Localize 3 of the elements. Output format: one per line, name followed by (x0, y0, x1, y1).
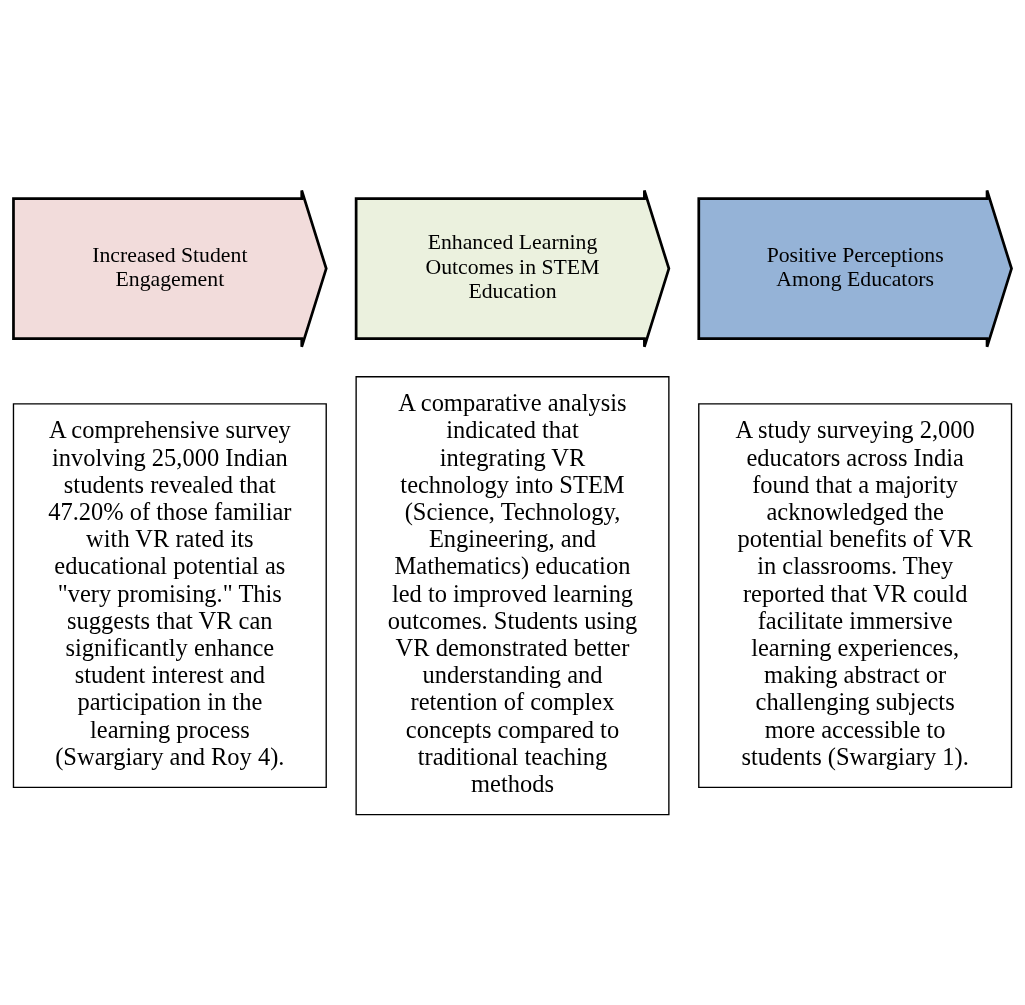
node-box: A comprehensive survey involving 25,000 Indian students revealed that 47.20% of those familiar with VR rated its educational potential as "very promising." This suggests that VR can significantly enhance student interest and participation in the learning process (Swargiary and Roy 4). (12, 403, 327, 789)
node-box: A study surveying 2,000 educators across India found that a majority acknowledged the potential benefits of VR in classrooms. They reported that VR could facilitate immersive learning experiences, making abstract or challenging subjects more accessible to students (Swargiary 1). (698, 403, 1013, 789)
node-box: A comparative analysis indicated that integrating VR technology into STEM (Science, Technology, Engineering, and Mathematics) education led to improved learning outcomes. Students using VR demonstrated better understanding and retention of complex concepts compared to traditional teaching methods (355, 376, 670, 816)
